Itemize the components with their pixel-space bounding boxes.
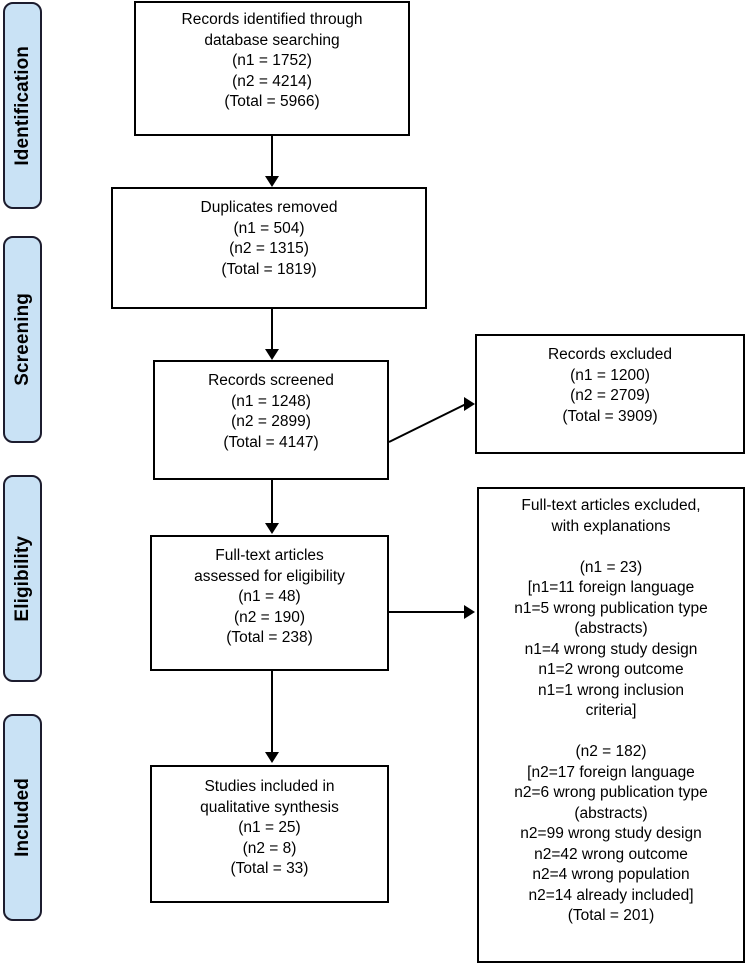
studies-included-line-1: Studies included in bbox=[204, 778, 335, 795]
fulltext-excluded-line-14: (abstracts) bbox=[574, 804, 648, 822]
phase-screening: Screening bbox=[3, 236, 42, 443]
box-records-screened: Records screened (n1 = 1248) (n2 = 2899)… bbox=[153, 360, 389, 480]
records-excluded-line-1: Records excluded bbox=[547, 346, 673, 363]
studies-included-line-4: (n2 = 8) bbox=[242, 839, 297, 857]
fulltext-excluded-line-13: n2=6 wrong publication type bbox=[514, 784, 708, 801]
fulltext-excluded-line-2: with explanations bbox=[551, 517, 671, 535]
records-excluded-line-4: (Total = 3909) bbox=[562, 407, 658, 425]
fulltext-assessed-line-4: (n2 = 190) bbox=[233, 608, 306, 626]
phase-identification-label: Identification bbox=[11, 45, 33, 166]
arrow-identified-to-duplicates bbox=[265, 176, 279, 187]
fulltext-excluded-line-15: n2=99 wrong study design bbox=[520, 825, 702, 842]
fulltext-assessed-line-1: Full-text articles bbox=[215, 547, 324, 564]
fulltext-excluded-spacer-2 bbox=[485, 722, 737, 743]
fulltext-excluded-line-9: n1=1 wrong inclusion bbox=[537, 681, 685, 699]
fulltext-excluded-line-3: (n1 = 23) bbox=[579, 558, 643, 576]
fulltext-assessed-line-2: assessed for eligibility bbox=[194, 567, 345, 585]
duplicates-removed-line-4: (Total = 1819) bbox=[221, 260, 317, 278]
fulltext-excluded-spacer-1 bbox=[485, 537, 737, 558]
records-excluded-line-3: (n2 = 2709) bbox=[570, 387, 650, 404]
records-identified-line-1: Records identified through bbox=[181, 11, 363, 28]
studies-included-line-3: (n1 = 25) bbox=[238, 819, 301, 836]
records-excluded-line-2: (n1 = 1200) bbox=[570, 366, 650, 384]
records-screened-line-2: (n1 = 1248) bbox=[231, 392, 311, 410]
box-duplicates-removed: Duplicates removed (n1 = 504) (n2 = 1315… bbox=[111, 187, 427, 309]
duplicates-removed-line-3: (n2 = 1315) bbox=[229, 240, 309, 257]
arrow-duplicates-to-screened bbox=[265, 349, 279, 360]
records-screened-line-3: (n2 = 2899) bbox=[231, 413, 311, 430]
box-records-excluded: Records excluded (n1 = 1200) (n2 = 2709)… bbox=[475, 334, 745, 454]
arrow-screened-to-fulltext bbox=[265, 523, 279, 534]
phase-screening-label: Screening bbox=[11, 293, 33, 386]
fulltext-excluded-line-5: n1=5 wrong publication type bbox=[514, 599, 708, 617]
arrow-fulltext-to-included bbox=[265, 752, 279, 763]
phase-eligibility-label: Eligibility bbox=[11, 535, 33, 622]
records-identified-line-4: (n2 = 4214) bbox=[232, 72, 312, 90]
fulltext-excluded-line-6: (abstracts) bbox=[574, 620, 648, 637]
fulltext-excluded-line-19: (Total = 201) bbox=[567, 907, 655, 924]
phase-included-label: Included bbox=[11, 778, 33, 857]
fulltext-assessed-line-5: (Total = 238) bbox=[226, 629, 313, 646]
fulltext-assessed-line-3: (n1 = 48) bbox=[238, 588, 301, 605]
records-screened-line-1: Records screened bbox=[208, 372, 334, 389]
phase-included: Included bbox=[3, 714, 42, 921]
duplicates-removed-line-2: (n1 = 504) bbox=[233, 219, 305, 237]
fulltext-excluded-line-10: criteria] bbox=[585, 702, 637, 719]
box-fulltext-excluded: Full-text articles excluded, with explan… bbox=[477, 487, 745, 963]
fulltext-excluded-line-7: n1=4 wrong study design bbox=[524, 640, 698, 658]
fulltext-excluded-line-4: [n1=11 foreign language bbox=[527, 579, 695, 596]
connector-screened-to-fulltext bbox=[271, 480, 273, 526]
fulltext-excluded-line-18: n2=14 already included] bbox=[528, 886, 694, 904]
fulltext-excluded-line-8: n1=2 wrong outcome bbox=[538, 661, 684, 678]
records-identified-line-2: database searching bbox=[204, 31, 340, 49]
fulltext-excluded-line-12: [n2=17 foreign language bbox=[527, 763, 695, 781]
records-identified-line-5: (Total = 5966) bbox=[224, 93, 320, 110]
records-identified-line-3: (n1 = 1752) bbox=[232, 52, 312, 69]
studies-included-line-2: qualitative synthesis bbox=[200, 798, 339, 816]
fulltext-excluded-line-17: n2=4 wrong population bbox=[532, 866, 690, 883]
connector-duplicates-to-screened bbox=[271, 309, 273, 352]
duplicates-removed-line-1: Duplicates removed bbox=[200, 199, 338, 216]
arrow-fulltext-to-exclusions bbox=[464, 605, 475, 619]
connector-screened-to-excluded bbox=[388, 403, 467, 443]
studies-included-line-5: (Total = 33) bbox=[230, 860, 309, 877]
connector-fulltext-to-included bbox=[271, 671, 273, 754]
box-studies-included: Studies included in qualitative synthesi… bbox=[150, 765, 389, 903]
phase-eligibility: Eligibility bbox=[3, 475, 42, 682]
box-records-identified: Records identified through database sear… bbox=[134, 1, 410, 136]
fulltext-excluded-line-11: (n2 = 182) bbox=[575, 743, 647, 760]
records-screened-line-4: (Total = 4147) bbox=[223, 433, 319, 451]
box-fulltext-assessed: Full-text articles assessed for eligibil… bbox=[150, 535, 389, 671]
connector-fulltext-to-exclusions bbox=[389, 611, 466, 613]
fulltext-excluded-line-16: n2=42 wrong outcome bbox=[534, 845, 688, 863]
fulltext-excluded-line-1: Full-text articles excluded, bbox=[521, 497, 701, 514]
arrow-screened-to-excluded bbox=[464, 397, 475, 411]
phase-identification: Identification bbox=[3, 2, 42, 209]
connector-identified-to-duplicates bbox=[271, 136, 273, 178]
